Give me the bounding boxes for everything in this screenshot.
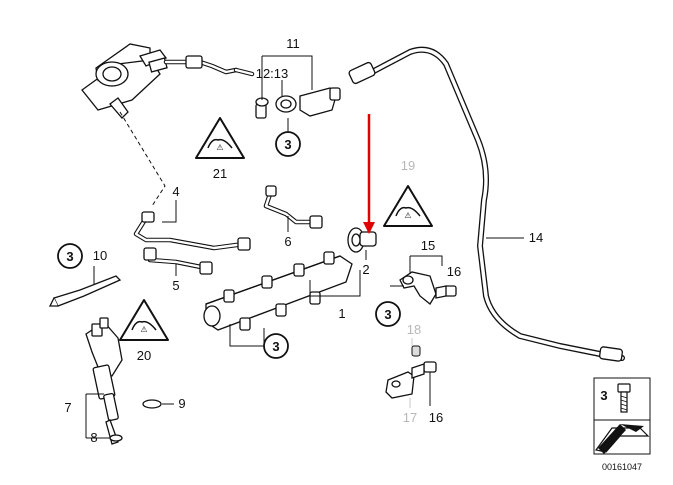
- callout-14: 14: [529, 230, 543, 245]
- svg-text:⚠: ⚠: [216, 143, 223, 152]
- callout-1: 1: [338, 306, 345, 321]
- callout-10: 10: [93, 248, 107, 263]
- callout-4: 4: [172, 184, 179, 199]
- callout-7: 7: [64, 400, 71, 415]
- callout-9: 9: [178, 396, 185, 411]
- callout-6: 6: [284, 234, 291, 249]
- leader-15: [409, 255, 443, 274]
- callout-16a: 16: [447, 264, 461, 279]
- callout-21: 21: [213, 166, 227, 181]
- legend-number: 3: [600, 388, 607, 403]
- view-arrow-icon: [594, 424, 650, 454]
- injection-pipes: [133, 185, 323, 275]
- pump-leader-dashed: [119, 111, 166, 207]
- bolt-icon: [617, 383, 631, 413]
- leader-11: [261, 55, 313, 100]
- highlight-arrow: [363, 114, 375, 234]
- circle-ref-top: 3: [275, 131, 301, 157]
- svg-text:⚠: ⚠: [140, 325, 147, 334]
- pressure-valve: [347, 227, 377, 253]
- bracket-15: [399, 271, 457, 305]
- seal-9: [142, 399, 162, 409]
- callout-5: 5: [172, 278, 179, 293]
- circle-ref-label: 3: [66, 249, 73, 264]
- circle-ref-label: 3: [384, 307, 391, 322]
- warning-triangle-21: ⚠: [195, 117, 245, 159]
- callout-17: 17: [403, 410, 417, 425]
- circle-ref-left: 3: [57, 243, 83, 269]
- injector: [85, 317, 123, 445]
- warning-triangle-20: ⚠: [119, 299, 169, 341]
- fuel-hose-14: [348, 46, 625, 362]
- leader-1: [309, 270, 361, 297]
- seal-8: [109, 434, 123, 442]
- pump-feed-pipe: [163, 55, 255, 77]
- callout-16b: 16: [429, 410, 443, 425]
- circle-ref-rail: 3: [263, 333, 289, 359]
- callout-20: 20: [137, 348, 151, 363]
- high-pressure-pump: [81, 43, 168, 119]
- pressure-sensor-fitting: [255, 87, 341, 119]
- callout-11: 11: [286, 36, 300, 51]
- bracket-10: [48, 275, 122, 307]
- circle-ref-label: 3: [284, 137, 291, 152]
- circle-ref-label: 3: [272, 339, 279, 354]
- fuel-rail: [203, 251, 353, 331]
- callout-15: 15: [421, 238, 435, 253]
- warning-triangle-19: ⚠: [383, 185, 433, 227]
- bracket-17: [385, 345, 437, 399]
- leader-4: [162, 200, 177, 223]
- circle-ref-bracket: 3: [375, 301, 401, 327]
- leader-circle-rail: [229, 324, 265, 347]
- legend-box: 3 00161047: [593, 377, 651, 472]
- leader-7: [85, 393, 110, 439]
- image-code: 00161047: [602, 462, 642, 472]
- callout-12-13: 12:13: [256, 66, 289, 81]
- callout-18: 18: [407, 322, 421, 337]
- callout-8: 8: [90, 430, 97, 445]
- callout-2: 2: [362, 262, 369, 277]
- callout-19: 19: [401, 158, 415, 173]
- svg-text:⚠: ⚠: [404, 211, 411, 220]
